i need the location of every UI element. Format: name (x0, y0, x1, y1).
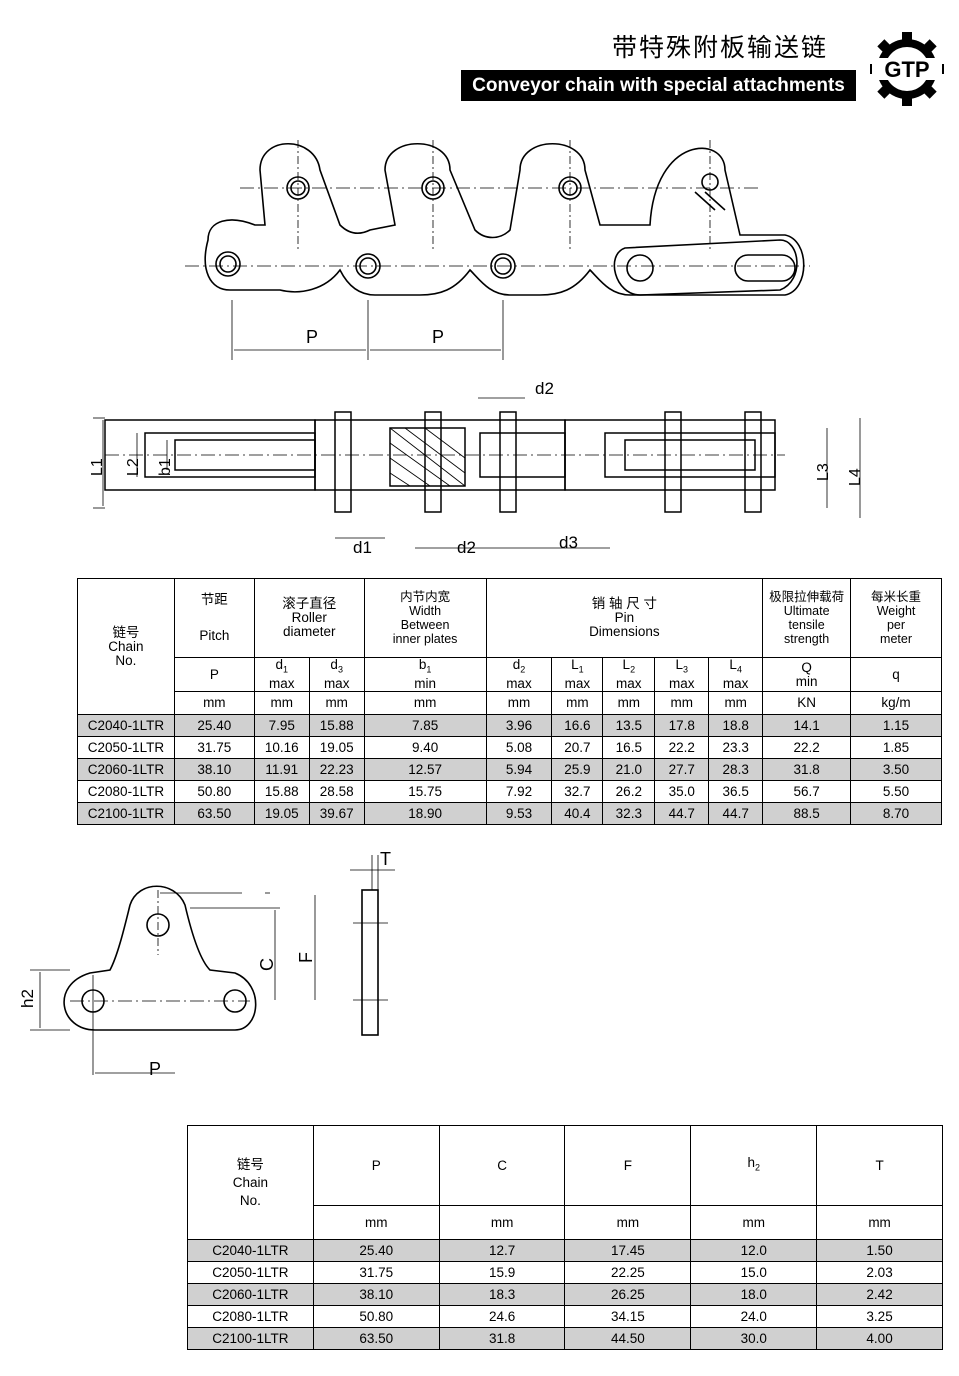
label-F: F (296, 952, 316, 963)
header-C: C (438, 1125, 566, 1206)
label-d3: d3 (559, 533, 578, 552)
label-L1: L1 (89, 458, 106, 476)
header-F: F (564, 1125, 692, 1206)
label-h2: h2 (18, 989, 37, 1008)
label-d2-bottom: d2 (457, 538, 476, 557)
chain-side-view-diagram: P P (185, 140, 810, 360)
title-english: Conveyor chain with special attachments (461, 70, 856, 101)
label-L4: L4 (847, 468, 864, 486)
gtp-gear-logo-icon: GTP (870, 32, 944, 106)
chain-top-view-diagram: d2 L1 L2 b1 L3 L4 d1 d2 d3 (89, 379, 864, 557)
pitch-label-2: P (432, 327, 444, 347)
label-b1: b1 (157, 458, 174, 476)
title-chinese: 带特殊附板输送链 (612, 33, 829, 62)
header-T: T (816, 1125, 943, 1206)
attachment-plate-diagram: P C F h2 T (18, 849, 395, 1079)
label-L2: L2 (125, 458, 142, 476)
label-d1: d1 (353, 538, 372, 557)
label-P-plate: P (149, 1059, 161, 1079)
label-C: C (257, 958, 277, 971)
pitch-label-1: P (306, 327, 318, 347)
logo-text: GTP (884, 57, 929, 82)
label-T: T (380, 849, 391, 869)
header-P: P (312, 1125, 440, 1206)
label-L3: L3 (815, 463, 832, 481)
header-h2: h2 (690, 1125, 818, 1206)
label-d2-top: d2 (535, 379, 554, 398)
